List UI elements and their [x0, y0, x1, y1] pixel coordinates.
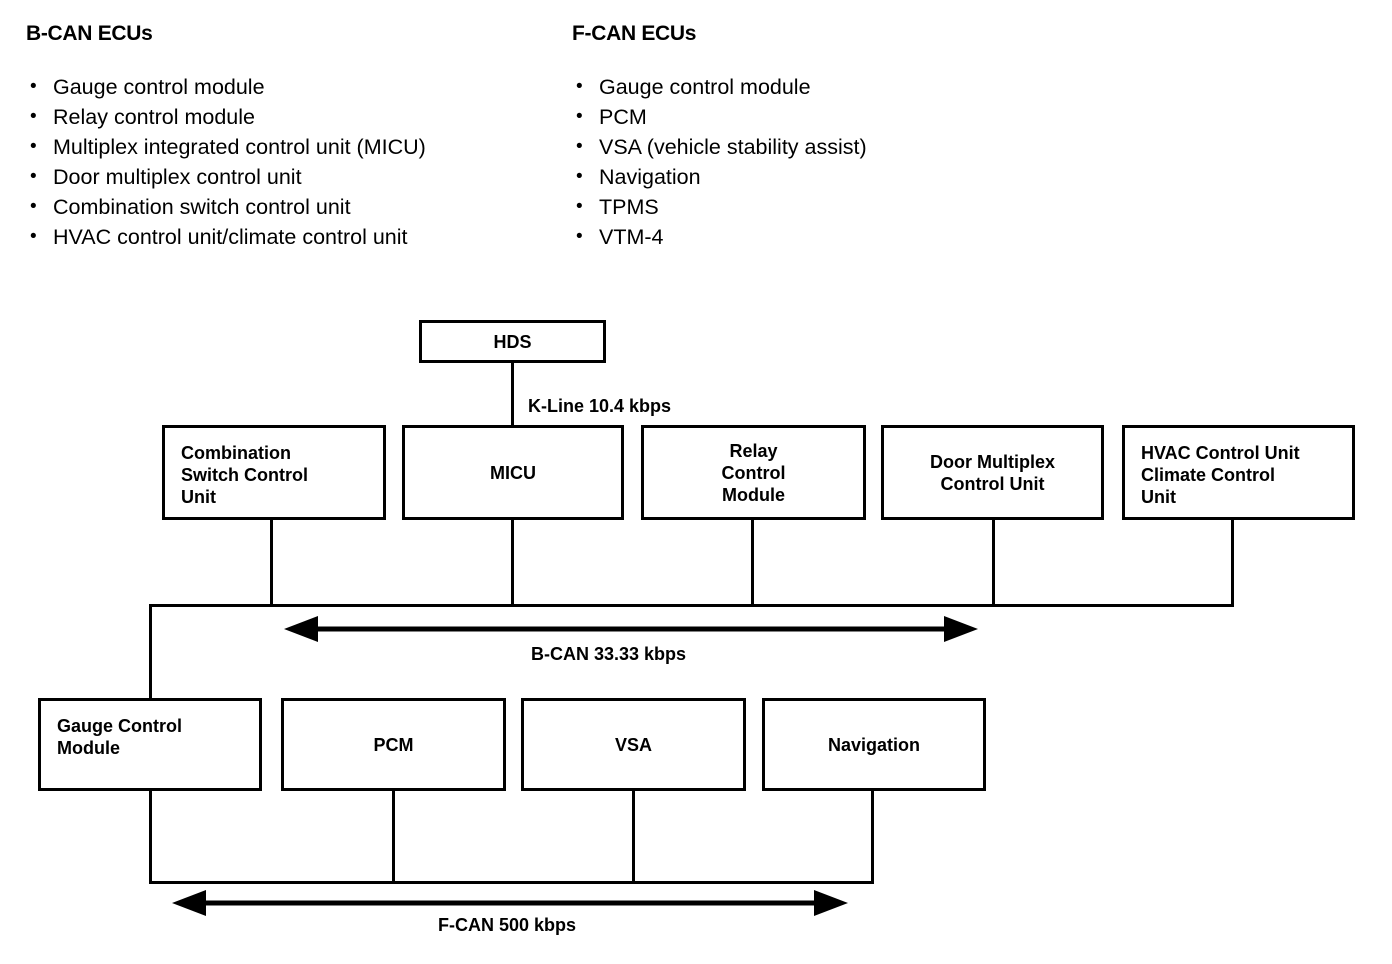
node-gauge-control-module-label: Gauge Control Module — [57, 716, 182, 758]
list-item: • Relay control module — [26, 102, 426, 132]
node-hds: HDS — [419, 320, 606, 363]
fcan-bus-label: F-CAN 500 kbps — [438, 915, 577, 935]
node-combination-switch-control-unit-label: Combination Switch Control Unit — [181, 443, 308, 507]
node-pcm-label: PCM — [373, 734, 414, 755]
bullet-icon: • — [30, 76, 37, 97]
node-micu-label: MICU — [490, 462, 536, 483]
bus-bcan — [149, 604, 1234, 607]
bcan-ecu-list-column: B-CAN ECUs • Gauge control module • Relay … — [26, 22, 426, 252]
list-item: • Gauge control module — [26, 72, 426, 102]
list-item-label: Gauge control module — [53, 75, 265, 99]
list-item-label: TPMS — [599, 195, 659, 219]
list-item-label: VSA (vehicle stability assist) — [599, 135, 867, 159]
bus-fcan — [149, 881, 874, 884]
list-item: • VSA (vehicle stability assist) — [572, 132, 867, 162]
node-gauge-control-module: Gauge Control Module — [38, 698, 262, 791]
node-relay-control-module: Relay Control Module — [641, 425, 866, 520]
wire-drop-pcm — [392, 790, 395, 884]
bullet-icon: • — [576, 136, 583, 157]
list-item-label: Gauge control module — [599, 75, 811, 99]
node-door-multiplex-control-unit: Door Multiplex Control Unit — [881, 425, 1104, 520]
bullet-icon: • — [30, 136, 37, 157]
wire-drop-vsa — [632, 790, 635, 884]
bullet-icon: • — [30, 196, 37, 217]
list-item: • VTM-4 — [572, 222, 867, 252]
fcan-ecu-list-column: F-CAN ECUs • Gauge control module • PCM • V… — [572, 22, 867, 252]
list-item-label: HVAC control unit/climate control unit — [53, 225, 408, 249]
bcan-bus-arrow — [284, 616, 978, 642]
bullet-icon: • — [30, 166, 37, 187]
node-hvac-climate-control-unit: HVAC Control Unit Climate Control Unit — [1122, 425, 1355, 520]
list-item: • Door multiplex control unit — [26, 162, 426, 192]
bullet-icon: • — [30, 226, 37, 247]
list-item: • Gauge control module — [572, 72, 867, 102]
node-hds-label: HDS — [493, 331, 532, 352]
fcan-list-heading: F-CAN ECUs — [572, 22, 697, 45]
bullet-icon: • — [576, 226, 583, 247]
list-item: • HVAC control unit/climate control unit — [26, 222, 426, 252]
list-item: • Combination switch control unit — [26, 192, 426, 222]
list-item-label: Navigation — [599, 165, 701, 189]
node-navigation-label: Navigation — [827, 734, 920, 755]
wire-drop-combination-switch — [270, 518, 273, 607]
bullet-icon: • — [30, 106, 37, 127]
wire-drop-navigation — [871, 790, 874, 884]
node-micu: MICU — [402, 425, 624, 520]
list-item-label: Combination switch control unit — [53, 195, 351, 219]
wire-drop-door-multiplex — [992, 518, 995, 607]
fcan-ecu-items: • Gauge control module • PCM • VSA (vehicle… — [572, 72, 867, 252]
node-relay-control-module-label: Relay Control Module — [721, 440, 786, 505]
bullet-icon: • — [576, 196, 583, 217]
node-combination-switch-control-unit: Combination Switch Control Unit — [162, 425, 386, 520]
list-item: • Navigation — [572, 162, 867, 192]
bullet-icon: • — [576, 76, 583, 97]
list-item-label: Relay control module — [53, 105, 255, 129]
bcan-bus-label: B-CAN 33.33 kbps — [531, 644, 687, 664]
bcan-ecu-items: • Gauge control module • Relay control mod… — [26, 72, 426, 252]
list-item-label: Multiplex integrated control unit (MICU) — [53, 135, 426, 159]
node-navigation: Navigation — [762, 698, 986, 791]
wire-drop-relay — [751, 518, 754, 607]
list-item-label: PCM — [599, 105, 647, 129]
node-door-multiplex-control-unit-label: Door Multiplex Control Unit — [930, 451, 1055, 494]
list-item-label: Door multiplex control unit — [53, 165, 302, 189]
list-item: • Multiplex integrated control unit (MICU… — [26, 132, 426, 162]
fcan-bus-arrow — [172, 890, 848, 916]
wire-trunk-bcan-to-gauge — [149, 604, 152, 700]
bullet-icon: • — [576, 166, 583, 187]
wire-drop-hvac — [1231, 518, 1234, 607]
node-pcm: PCM — [281, 698, 506, 791]
bcan-list-heading: B-CAN ECUs — [26, 22, 153, 45]
bullet-icon: • — [576, 106, 583, 127]
list-item-label: VTM-4 — [599, 225, 664, 249]
node-vsa-label: VSA — [614, 734, 652, 755]
kline-label: K-Line 10.4 kbps — [528, 396, 672, 416]
node-vsa: VSA — [521, 698, 746, 791]
wire-kline — [511, 363, 514, 425]
wire-drop-micu — [511, 518, 514, 607]
wire-trunk-gauge-to-fcan — [149, 790, 152, 884]
node-hvac-climate-control-unit-label: HVAC Control Unit Climate Control Unit — [1141, 443, 1300, 507]
list-item: • TPMS — [572, 192, 867, 222]
list-item: • PCM — [572, 102, 867, 132]
